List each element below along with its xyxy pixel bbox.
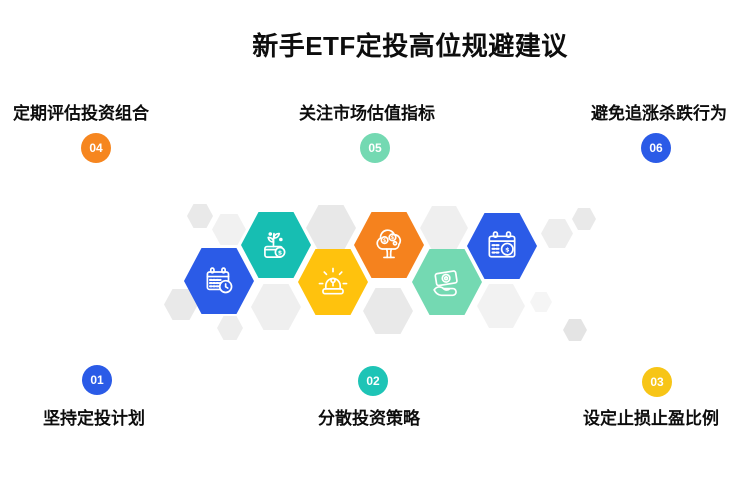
decor-hexagon	[420, 206, 468, 250]
step-03-number: 03	[650, 375, 664, 389]
hexagon-calendar-dollar: $	[467, 213, 537, 279]
decor-hexagon	[477, 284, 525, 328]
decor-hexagon	[212, 214, 246, 245]
svg-text:$: $	[391, 235, 395, 241]
step-02-number-badge: 02	[358, 366, 388, 396]
step-01-number: 01	[90, 373, 104, 387]
decor-hexagon	[187, 204, 213, 228]
hexagon-money-tree: $ $	[354, 212, 424, 278]
calendar-dollar-icon: $	[488, 231, 516, 258]
decor-hexagon	[530, 292, 552, 312]
step-02-label: 分散投资策略	[318, 409, 420, 428]
svg-text:$: $	[383, 238, 387, 244]
step-06-number-badge: 06	[641, 133, 671, 163]
hexagon-calendar-clock	[184, 248, 254, 314]
svg-text:$: $	[505, 247, 509, 254]
hexagon-hand-wallet	[412, 249, 482, 315]
step-04-number: 04	[89, 141, 103, 155]
decor-hexagon	[572, 208, 596, 230]
hexagon-alarm-dollar	[298, 249, 368, 315]
hand-wallet-icon	[433, 270, 458, 297]
decor-hexagon	[251, 284, 301, 330]
money-tree-icon: $ $	[376, 229, 402, 259]
svg-text:$: $	[278, 249, 282, 256]
step-05-number: 05	[368, 141, 382, 155]
step-06-number: 06	[649, 141, 663, 155]
calendar-clock-icon	[206, 267, 233, 294]
decor-hexagon	[541, 219, 573, 248]
step-06-label: 避免追涨杀跌行为	[591, 104, 727, 123]
step-05-number-badge: 05	[360, 133, 390, 163]
step-03-number-badge: 03	[642, 367, 672, 397]
step-02-number: 02	[366, 374, 380, 388]
step-04-label: 定期评估投资组合	[13, 104, 149, 123]
hexagon-sprout-wallet: $	[241, 212, 311, 278]
page-title: 新手ETF定投高位规避建议	[252, 31, 568, 61]
decor-hexagon	[306, 205, 356, 251]
decor-hexagon	[563, 319, 587, 341]
step-01-number-badge: 01	[82, 365, 112, 395]
alarm-dollar-icon	[318, 267, 348, 295]
step-01-label: 坚持定投计划	[43, 409, 145, 428]
decor-hexagon	[217, 316, 243, 340]
step-04-number-badge: 04	[81, 133, 111, 163]
sprout-wallet-icon: $	[264, 232, 286, 258]
step-05-label: 关注市场估值指标	[299, 104, 435, 123]
decor-hexagon	[363, 288, 413, 334]
step-03-label: 设定止损止盈比例	[583, 409, 719, 428]
